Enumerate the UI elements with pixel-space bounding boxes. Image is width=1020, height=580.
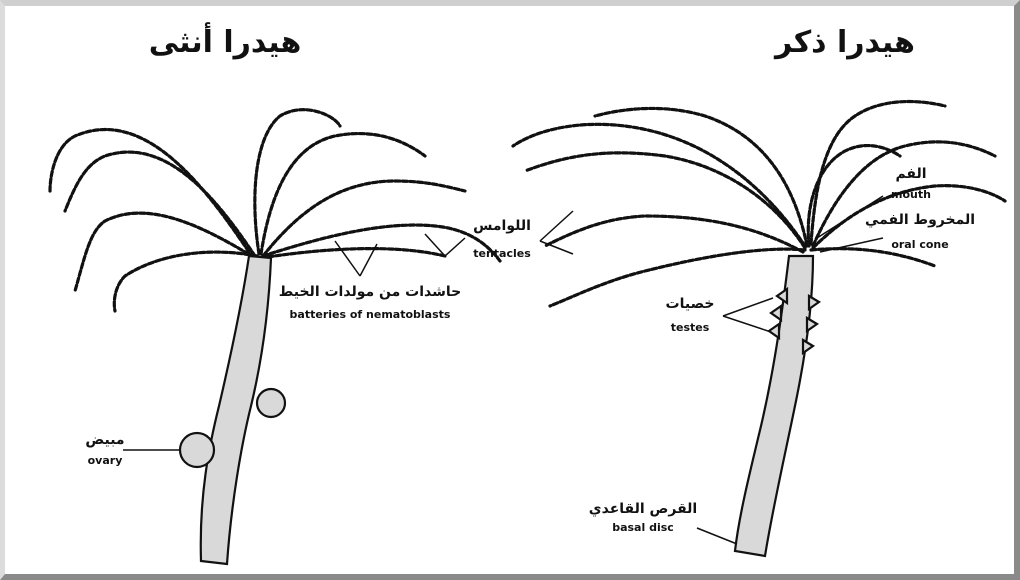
label-basal-disc-ar: القرص القاعدي bbox=[589, 501, 697, 518]
label-ovary-ar: مبيض bbox=[85, 432, 124, 448]
ovary-bump-lower bbox=[180, 433, 214, 467]
label-testes-en: testes bbox=[671, 321, 710, 334]
label-batteries-ar: حاشدات من مولدات الخيط bbox=[279, 284, 461, 300]
title-female-hydra: هيدرا أنثى bbox=[149, 22, 302, 60]
label-basal-disc-en: basal disc bbox=[612, 521, 674, 534]
female-tentacles bbox=[50, 110, 500, 311]
label-testes-ar: خصيات bbox=[666, 296, 715, 312]
female-hydra bbox=[50, 110, 500, 564]
hydra-diagram: هيدرا أنثى هيدرا ذكر bbox=[5, 6, 1014, 574]
ovary-bump-upper bbox=[257, 389, 285, 417]
label-mouth-en: mouth bbox=[891, 188, 931, 201]
male-body-column bbox=[735, 256, 813, 556]
label-tentacles-en: tentacles bbox=[473, 247, 531, 260]
title-male-hydra: هيدرا ذكر bbox=[773, 25, 915, 60]
label-tentacles-ar: اللوامس bbox=[473, 218, 531, 234]
label-batteries-en: batteries of nematoblasts bbox=[290, 308, 451, 321]
label-ovary-en: ovary bbox=[88, 454, 123, 467]
label-oral-cone-ar: المخروط الفمي bbox=[865, 212, 975, 228]
male-tentacles bbox=[513, 102, 1005, 306]
label-mouth-ar: الفم bbox=[895, 166, 926, 182]
label-oral-cone-en: oral cone bbox=[891, 238, 948, 251]
